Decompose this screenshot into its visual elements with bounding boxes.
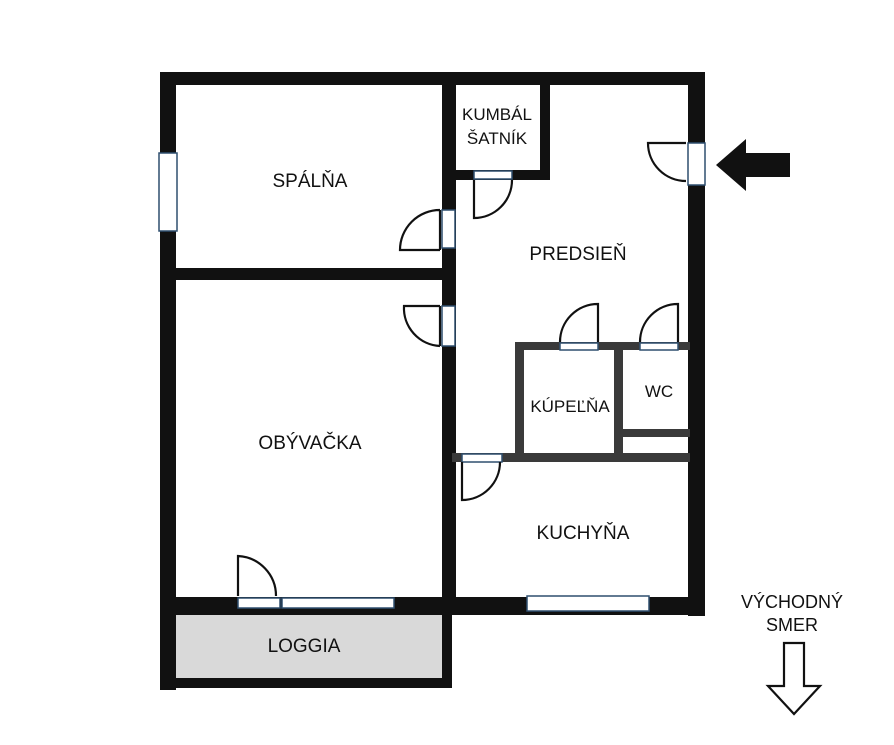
window-bedroom — [158, 152, 178, 232]
wall-bath-top — [515, 342, 690, 350]
room-label-hallway: PREDSIEŇ — [529, 243, 626, 265]
door-swing-kitchen — [460, 461, 502, 502]
loggia-wall-right — [442, 597, 452, 688]
orientation-label-line2: SMER — [766, 615, 818, 635]
door-swing-bathroom — [558, 302, 600, 343]
east-direction-arrow-icon — [765, 641, 823, 716]
door-swing-bedroom — [398, 208, 442, 252]
door-frame-kitchen — [461, 453, 503, 463]
room-label-kitchen: KUCHYŇA — [537, 522, 630, 544]
window-living-loggia — [281, 597, 395, 609]
door-frame-closet — [473, 170, 513, 180]
door-swing-wc — [638, 302, 680, 343]
orientation-label-line1: VÝCHODNÝ — [741, 592, 843, 612]
outer-wall-right — [688, 72, 705, 616]
room-label-loggia: LOGGIA — [268, 636, 341, 657]
door-frame-bathroom — [559, 342, 599, 351]
door-frame-living — [441, 305, 456, 347]
door-swing-closet — [472, 179, 514, 220]
wall-bedroom-living — [170, 268, 452, 280]
room-label-bathroom: KÚPEĽŇA — [530, 397, 610, 416]
door-frame-bedroom — [441, 209, 456, 249]
wall-bath-wc — [614, 342, 623, 460]
door-swing-entrance — [646, 141, 687, 183]
window-kitchen — [526, 595, 650, 612]
entrance-arrow-icon — [716, 139, 790, 191]
room-label-living-room: OBÝVAČKA — [258, 432, 361, 454]
door-frame-entrance — [687, 142, 706, 186]
door-frame-loggia — [237, 597, 281, 609]
door-swing-loggia — [236, 554, 278, 597]
room-label-closet-line2: ŠATNÍK — [467, 129, 528, 148]
room-label-wc: WC — [645, 382, 673, 401]
outer-wall-top — [160, 72, 705, 85]
wall-closet-right — [540, 80, 550, 178]
wall-kitchen-top — [452, 453, 690, 462]
loggia-floor — [160, 604, 450, 686]
loggia-wall-bottom — [160, 678, 452, 688]
door-frame-wc — [639, 342, 679, 351]
wall-bath-left — [515, 342, 524, 460]
wall-wc-bottom — [614, 429, 690, 437]
door-swing-living — [402, 304, 442, 348]
room-label-closet-line1: KUMBÁL — [462, 105, 532, 124]
room-label-bedroom: SPÁLŇA — [273, 170, 348, 192]
